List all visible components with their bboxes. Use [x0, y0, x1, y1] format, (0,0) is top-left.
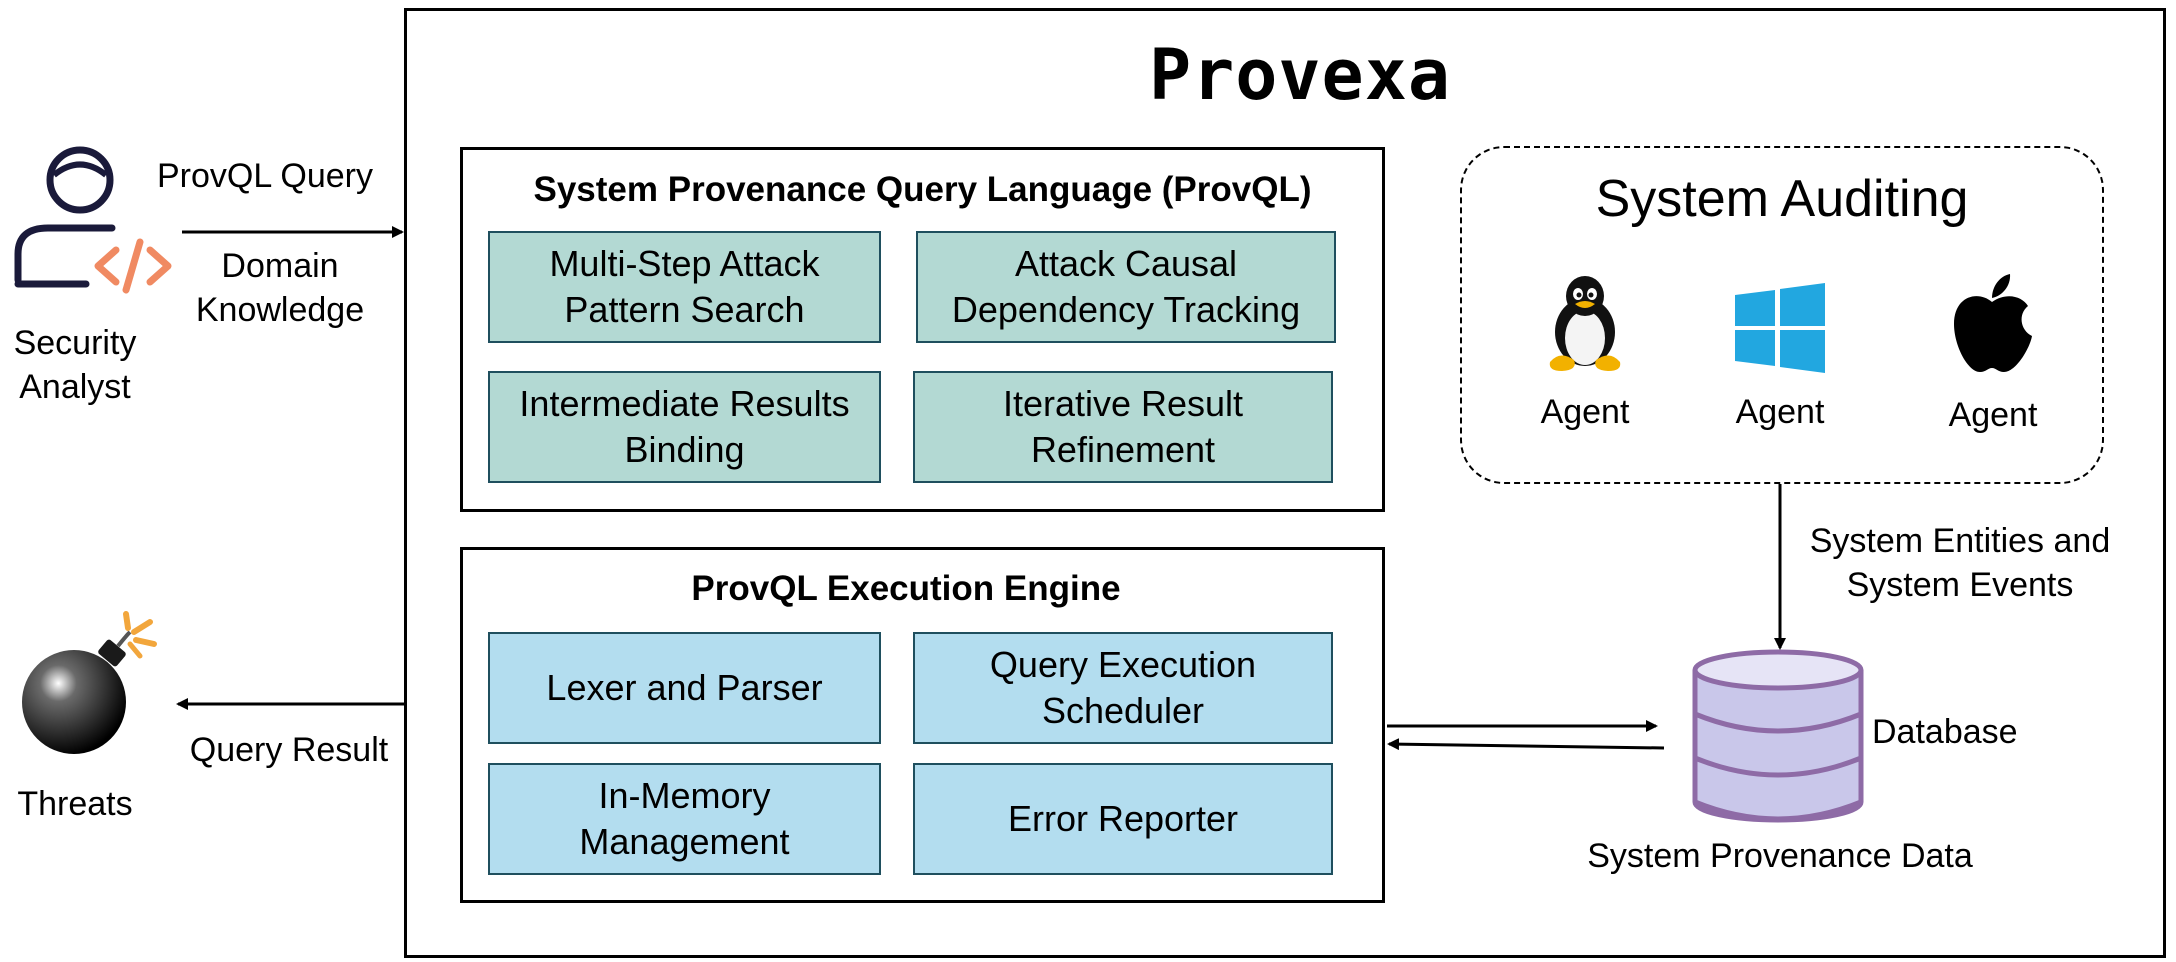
- agent-label-windows: Agent: [1735, 393, 1825, 431]
- linux-penguin-icon: [1540, 274, 1630, 374]
- entities-line: System Events: [1846, 566, 2074, 604]
- system-entities-events-label: System Entities and System Events: [1790, 518, 2130, 608]
- security-analyst-icon: [8, 142, 178, 302]
- module-line: Iterative Result: [1002, 383, 1244, 424]
- windows-logo-icon: [1733, 282, 1827, 374]
- module-query-execution-scheduler: Query Execution Scheduler: [913, 632, 1333, 744]
- module-line: Refinement: [1030, 429, 1216, 470]
- knowledge-line: Knowledge: [195, 291, 365, 329]
- agent-label-linux: Agent: [1540, 393, 1630, 431]
- provexa-title: Provexa: [1148, 34, 1451, 116]
- system-auditing-group: [1460, 146, 2104, 484]
- bomb-icon: [14, 610, 164, 760]
- module-in-memory-management: In-Memory Management: [488, 763, 881, 875]
- module-iterative-result-refinement: Iterative Result Refinement: [913, 371, 1333, 483]
- provql-query-label: ProvQL Query: [156, 157, 374, 195]
- module-line: Pattern Search: [564, 289, 805, 330]
- agent-label-macos: Agent: [1948, 396, 2038, 434]
- arrow-database-to-engine: [1387, 738, 1665, 751]
- module-line: Multi-Step Attack: [549, 243, 820, 284]
- database-label: Database: [1872, 713, 2018, 751]
- apple-logo-icon: [1948, 272, 2036, 374]
- module-line: Binding: [624, 429, 745, 470]
- module-line: Scheduler: [1041, 690, 1205, 731]
- execution-engine-title: ProvQL Execution Engine: [691, 569, 1121, 608]
- module-line: Lexer and Parser: [546, 667, 823, 708]
- database-icon: [1690, 648, 1866, 824]
- security-analyst-label: Security Analyst: [0, 320, 150, 410]
- system-auditing-title: System Auditing: [1595, 170, 1969, 228]
- knowledge-line: Domain: [221, 247, 339, 285]
- module-lexer-and-parser: Lexer and Parser: [488, 632, 881, 744]
- entities-line: System Entities and: [1809, 522, 2111, 560]
- provql-panel-title: System Provenance Query Language (ProvQL…: [533, 170, 1312, 209]
- module-intermediate-results-binding: Intermediate Results Binding: [488, 371, 881, 483]
- threats-label: Threats: [17, 785, 133, 823]
- module-attack-causal-dependency-tracking: Attack Causal Dependency Tracking: [916, 231, 1336, 343]
- module-line: Management: [579, 821, 790, 862]
- module-error-reporter: Error Reporter: [913, 763, 1333, 875]
- module-line: Error Reporter: [1007, 798, 1239, 839]
- module-line: Intermediate Results: [519, 383, 850, 424]
- module-multi-step-attack-pattern-search: Multi-Step Attack Pattern Search: [488, 231, 881, 343]
- system-provenance-data-label: System Provenance Data: [1587, 837, 1973, 875]
- query-result-label: Query Result: [189, 731, 389, 769]
- module-line: Query Execution: [989, 644, 1257, 685]
- analyst-line: Security: [13, 324, 137, 362]
- analyst-line: Analyst: [19, 368, 131, 406]
- module-line: Dependency Tracking: [951, 289, 1301, 330]
- provexa-frame: [404, 8, 2166, 958]
- domain-knowledge-label: Domain Knowledge: [170, 242, 390, 334]
- module-line: Attack Causal: [1014, 243, 1238, 284]
- module-line: In-Memory: [598, 775, 771, 816]
